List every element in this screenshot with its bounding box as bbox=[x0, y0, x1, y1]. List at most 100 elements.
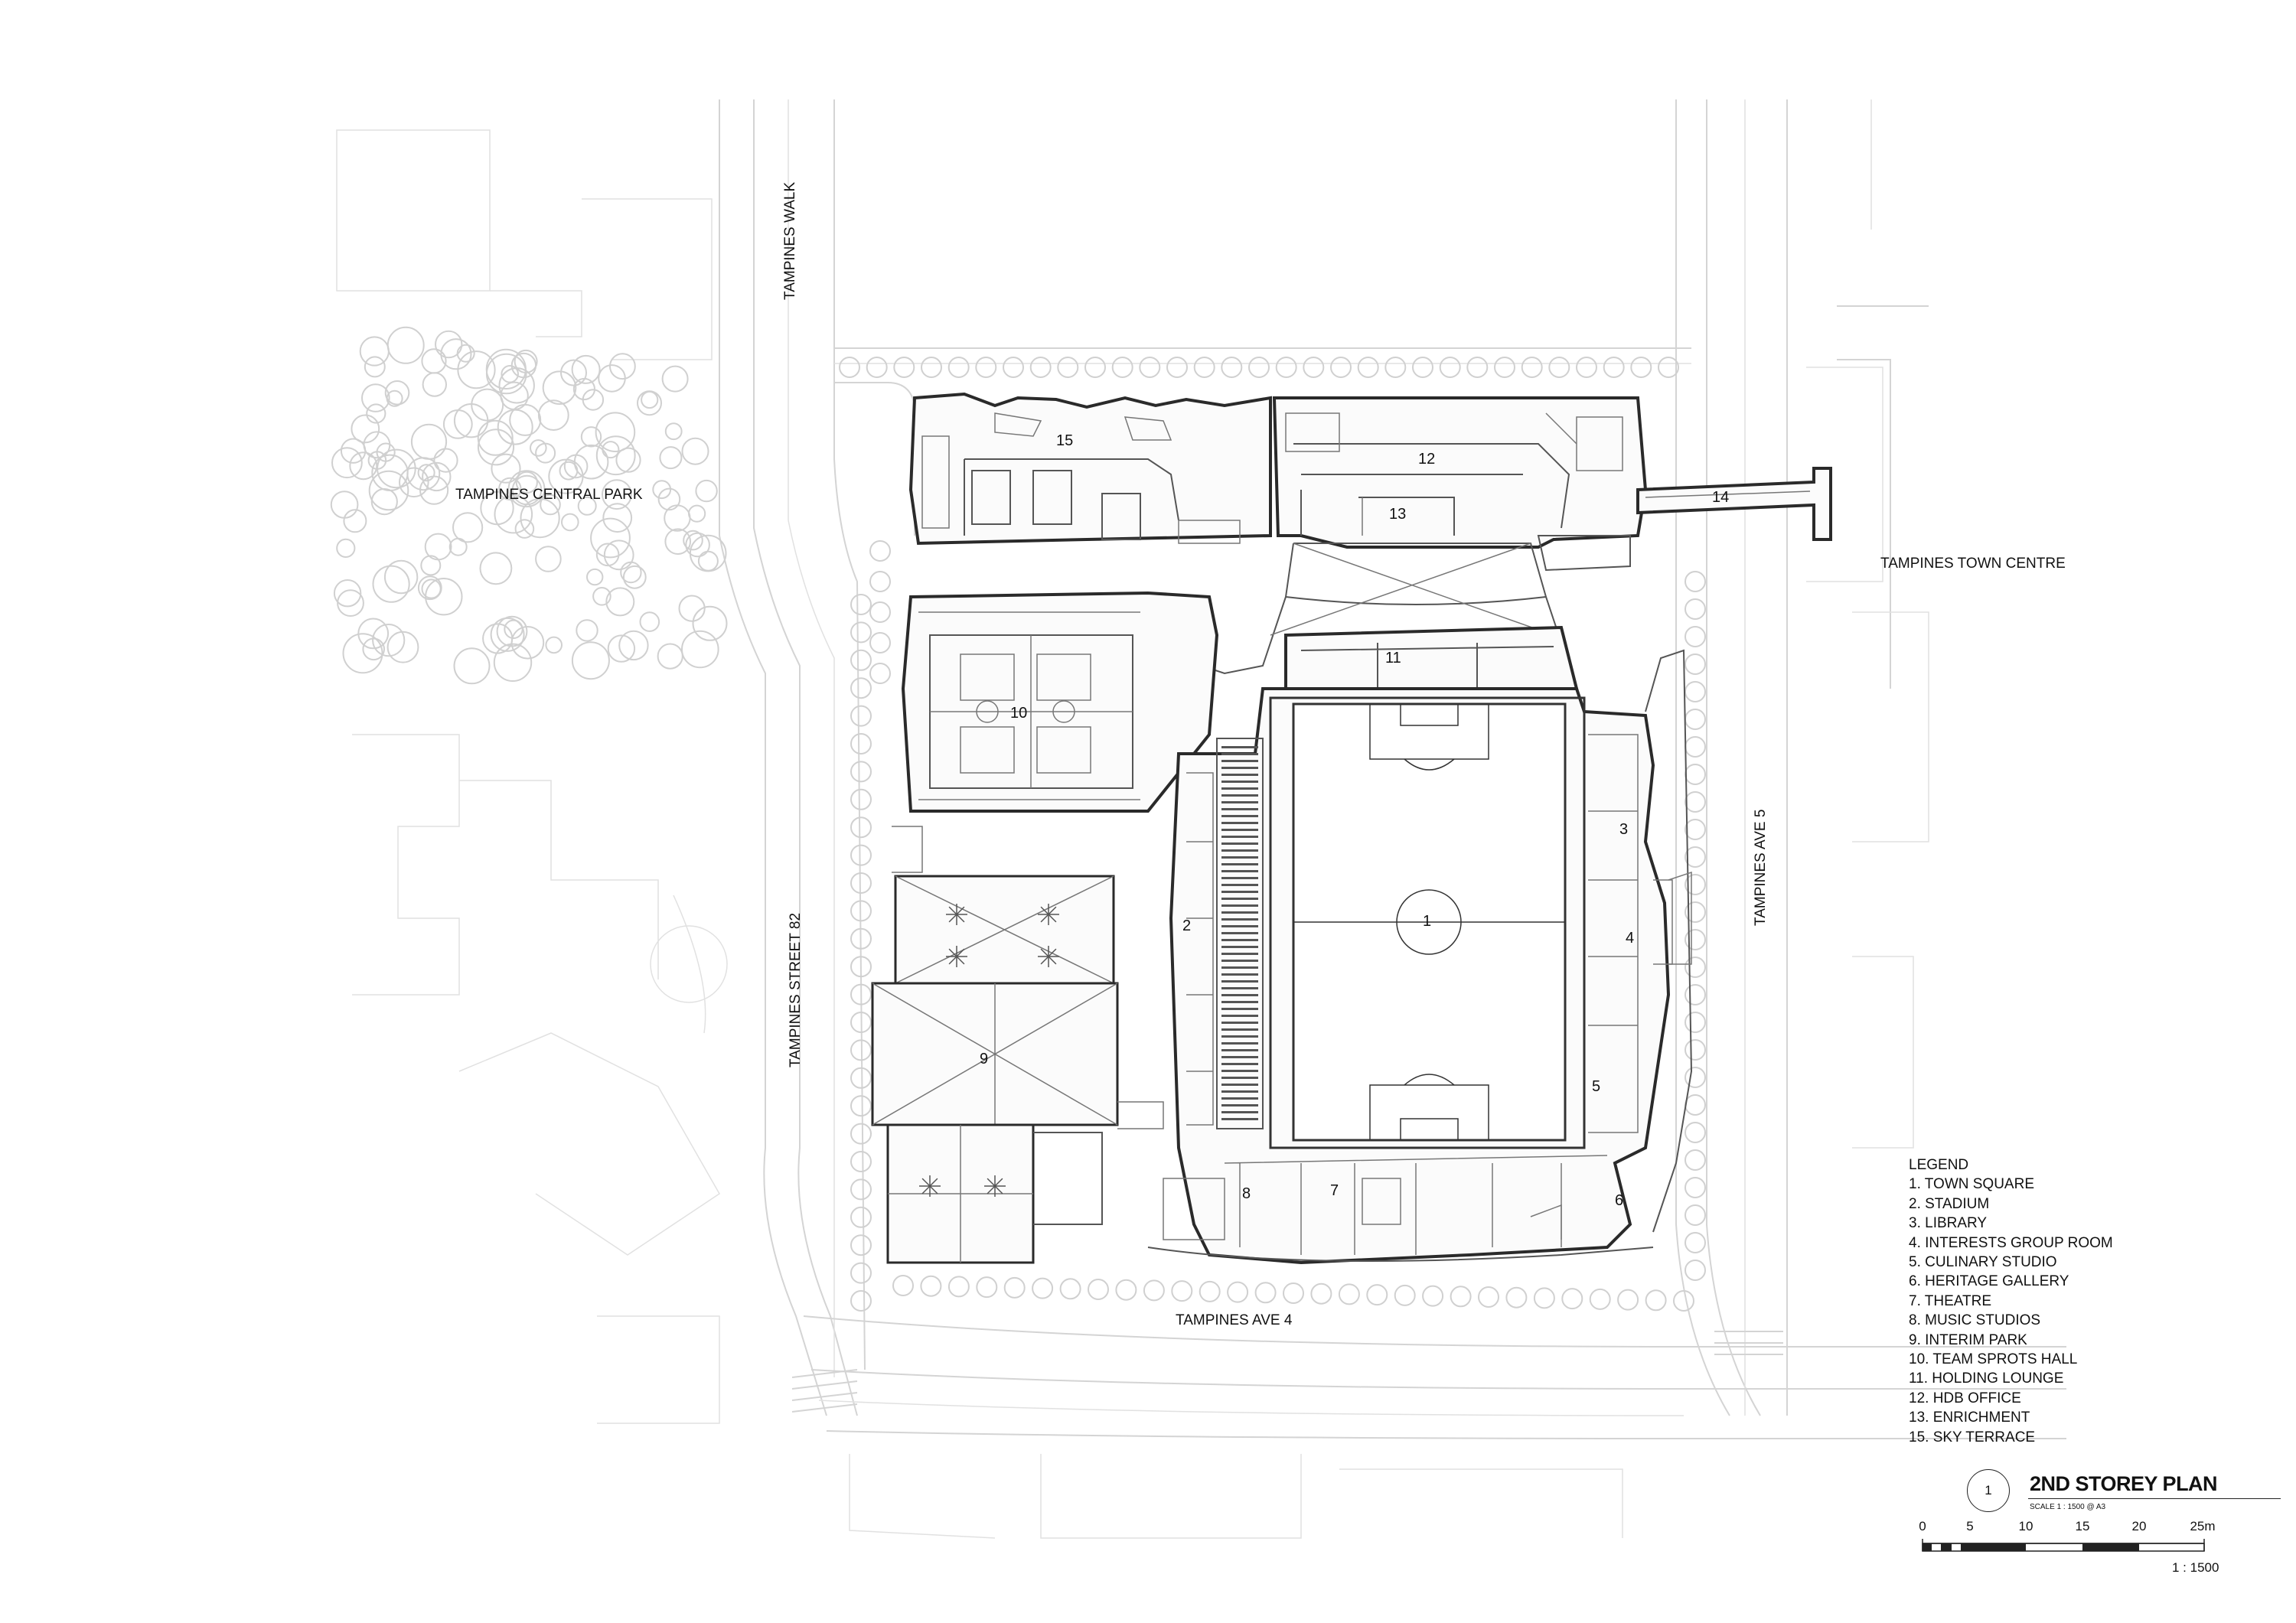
tree-canopy bbox=[1171, 1280, 1193, 1302]
scale-bar: 0 5 10 15 20 25m 1 : 1500 bbox=[1913, 1519, 2235, 1580]
tree-canopy bbox=[440, 338, 472, 370]
tree-canopy bbox=[592, 587, 612, 606]
tree-canopy bbox=[343, 509, 367, 533]
label-tampines-central-park: TAMPINES CENTRAL PARK bbox=[455, 487, 643, 503]
tree-canopy bbox=[493, 643, 533, 682]
legend-item: 13. ENRICHMENT bbox=[1909, 1410, 2030, 1426]
tree-canopy bbox=[1630, 357, 1652, 378]
tree-canopy bbox=[540, 494, 561, 516]
tree-canopy bbox=[664, 422, 683, 441]
room-10-number: 10 bbox=[1010, 705, 1027, 722]
tree-canopy bbox=[330, 490, 359, 519]
tree-canopy bbox=[1684, 1232, 1706, 1253]
star-light-ray bbox=[948, 906, 957, 915]
scale-ratio: 1 : 1500 bbox=[2172, 1560, 2219, 1575]
tree-canopy bbox=[622, 565, 647, 589]
tree-canopy bbox=[386, 326, 425, 364]
tree-canopy bbox=[1303, 357, 1325, 378]
tree-canopy bbox=[1139, 357, 1161, 378]
tree-canopy bbox=[850, 1095, 872, 1117]
tree-canopy bbox=[1684, 1149, 1706, 1171]
seat-row bbox=[1221, 966, 1258, 969]
seat-row bbox=[1221, 760, 1258, 762]
seat-row bbox=[1221, 877, 1258, 879]
tree-canopy bbox=[351, 414, 380, 444]
seat-row bbox=[1221, 808, 1258, 810]
seat-row bbox=[1221, 1077, 1258, 1079]
tree-canopy bbox=[681, 437, 709, 465]
drawing-title: 2ND STOREY PLAN bbox=[2030, 1472, 2218, 1495]
tree-canopy bbox=[850, 900, 872, 922]
seat-row bbox=[1221, 1090, 1258, 1093]
legend-item: 3. LIBRARY bbox=[1909, 1215, 1988, 1232]
legend-item: 15. SKY TERRACE bbox=[1909, 1429, 2036, 1445]
tree-canopy bbox=[1275, 357, 1297, 378]
tree-canopy bbox=[349, 451, 378, 481]
tree-canopy bbox=[1603, 357, 1625, 378]
star-light-ray bbox=[1048, 906, 1057, 915]
room-14-number: 14 bbox=[1712, 489, 1729, 506]
scale-tick-label: 25m bbox=[2190, 1519, 2216, 1533]
seat-row bbox=[1221, 939, 1258, 941]
legend-item: 6. HERITAGE GALLERY bbox=[1909, 1273, 2069, 1290]
seat-row bbox=[1221, 946, 1258, 948]
tree-canopy bbox=[605, 587, 635, 617]
tree-canopy bbox=[695, 479, 718, 503]
tree-canopy bbox=[1057, 357, 1079, 378]
seat-row bbox=[1221, 1028, 1258, 1031]
tree-canopy bbox=[573, 444, 609, 480]
tree-canopy bbox=[1115, 1279, 1137, 1301]
tree-canopy bbox=[576, 619, 598, 642]
tree-canopy bbox=[659, 446, 683, 470]
tree-canopy bbox=[1684, 653, 1706, 675]
tree-canopy bbox=[448, 537, 468, 556]
tree-canopy bbox=[976, 1276, 998, 1299]
tree-canopy bbox=[417, 575, 442, 601]
legend-title: LEGEND bbox=[1909, 1157, 1969, 1173]
park-trees bbox=[330, 326, 728, 685]
seat-row bbox=[1221, 794, 1258, 797]
legend-item: 12. HDB OFFICE bbox=[1909, 1390, 2021, 1406]
tree-canopy bbox=[485, 348, 527, 389]
seat-row bbox=[1221, 898, 1258, 900]
legend-item: 9. INTERIM PARK bbox=[1909, 1331, 2027, 1348]
tree-canopy bbox=[371, 454, 409, 491]
seat-row bbox=[1221, 932, 1258, 934]
tree-canopy bbox=[1478, 1286, 1499, 1308]
tree-canopy bbox=[850, 1012, 872, 1033]
tree-canopy bbox=[1394, 1284, 1416, 1306]
title-underline bbox=[2028, 1498, 2281, 1499]
tree-canopy bbox=[1422, 1285, 1444, 1307]
star-light-ray bbox=[929, 1178, 938, 1187]
star-light-ray bbox=[987, 1178, 996, 1187]
tree-canopy bbox=[850, 844, 872, 866]
legend: LEGEND 1. TOWN SQUARE 2. STADIUM 3. LIBR… bbox=[1909, 1155, 2230, 1447]
tree-canopy bbox=[366, 403, 386, 424]
star-light-ray bbox=[1040, 948, 1049, 957]
road-labels: TAMPINES WALK TAMPINES CENTRAL PARK TAMP… bbox=[455, 182, 2066, 1328]
tree-canopy bbox=[1450, 1286, 1472, 1308]
legend-item: 11. HOLDING LOUNGE bbox=[1909, 1370, 2064, 1387]
tree-canopy bbox=[1684, 791, 1706, 813]
tree-canopy bbox=[850, 788, 872, 810]
tree-canopy bbox=[535, 546, 562, 572]
tree-canopy bbox=[637, 390, 662, 416]
tree-canopy bbox=[850, 594, 872, 615]
tree-canopy bbox=[372, 624, 406, 657]
tree-canopy bbox=[850, 1151, 872, 1172]
tree-canopy bbox=[370, 488, 398, 516]
tree-canopy bbox=[1254, 1282, 1277, 1304]
tree-canopy bbox=[1221, 357, 1243, 378]
tree-canopy bbox=[1199, 1280, 1221, 1302]
tree-canopy bbox=[850, 677, 872, 699]
room-12-number: 12 bbox=[1418, 451, 1435, 468]
tree-canopy bbox=[1684, 1039, 1706, 1061]
tree-canopy bbox=[497, 409, 533, 445]
perimeter-trees bbox=[839, 357, 1706, 1312]
tree-canopy bbox=[504, 619, 523, 639]
tree-canopy bbox=[850, 1123, 872, 1145]
tree-canopy bbox=[457, 350, 496, 389]
star-light-ray bbox=[921, 1185, 931, 1194]
room-15-number: 15 bbox=[1056, 432, 1073, 449]
